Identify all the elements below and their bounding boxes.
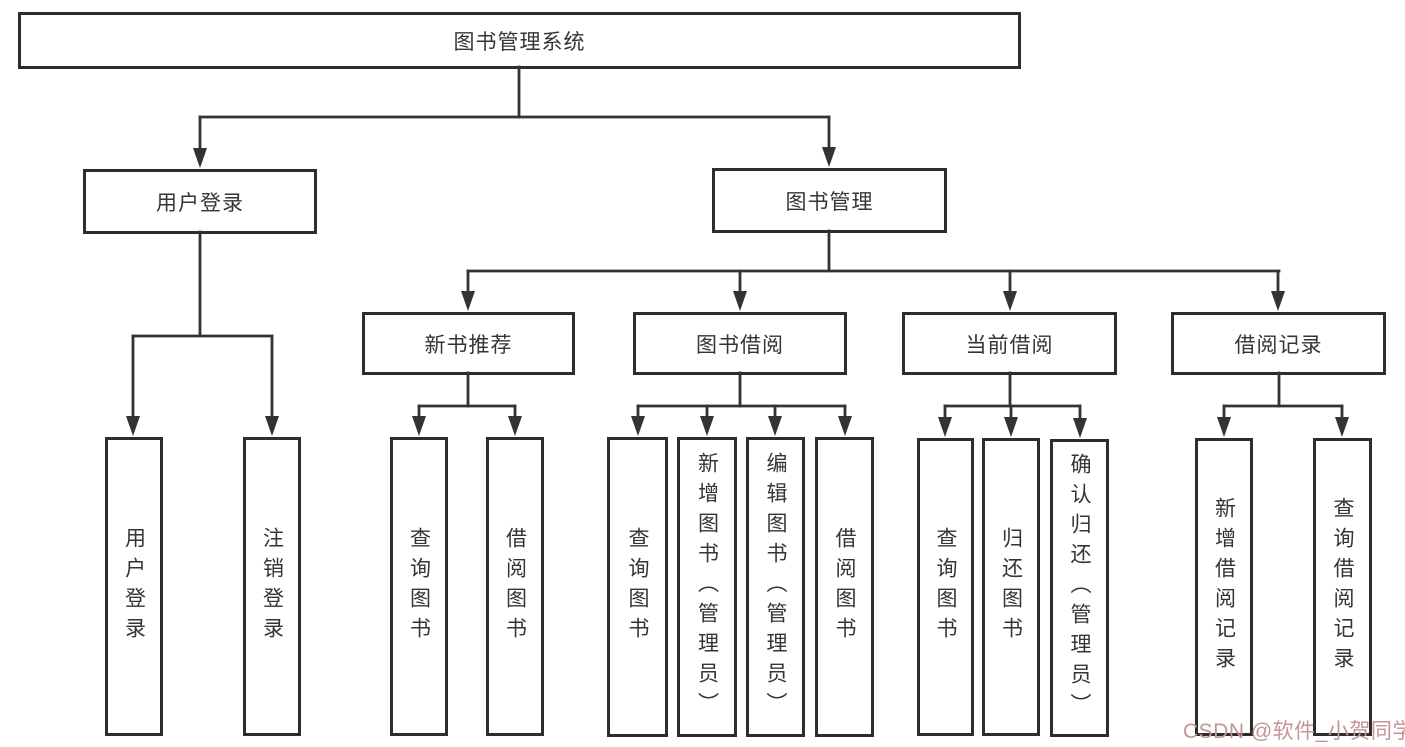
leaf-cb-query-books-label: 查询图书 <box>934 527 957 647</box>
node-new-book-recommend-label: 新书推荐 <box>424 333 513 357</box>
leaf-logout: 注销登录 <box>243 437 301 736</box>
leaf-bb-borrow-books: 借阅图书 <box>815 437 874 737</box>
node-borrow-records-label: 借阅记录 <box>1234 333 1323 357</box>
node-borrow-records: 借阅记录 <box>1171 312 1386 375</box>
node-book-borrowing: 图书借阅 <box>633 312 847 375</box>
node-book-management: 图书管理 <box>712 168 947 233</box>
leaf-cb-confirm-return-admin-label: 确认归还（管理员） <box>1068 453 1091 723</box>
leaf-cb-return-books-label: 归还图书 <box>999 527 1023 647</box>
leaf-nb-borrow-books-label: 借阅图书 <box>503 526 527 647</box>
node-book-borrowing-label: 图书借阅 <box>696 333 784 357</box>
node-library-system: 图书管理系统 <box>18 12 1021 69</box>
node-current-borrowing: 当前借阅 <box>902 312 1117 375</box>
node-new-book-recommend: 新书推荐 <box>362 312 575 375</box>
leaf-br-query-record-label: 查询借阅记录 <box>1331 497 1354 677</box>
leaf-nb-borrow-books: 借阅图书 <box>486 437 544 736</box>
leaf-bb-edit-books-admin-label: 编辑图书（管理员） <box>764 452 787 722</box>
leaf-user-login: 用户登录 <box>105 437 163 736</box>
node-current-borrowing-label: 当前借阅 <box>965 333 1054 357</box>
node-library-system-label: 图书管理系统 <box>453 30 586 54</box>
leaf-nb-query-books-label: 查询图书 <box>407 526 431 647</box>
node-user-login: 用户登录 <box>83 169 317 234</box>
leaf-cb-query-books: 查询图书 <box>917 438 974 736</box>
leaf-cb-return-books: 归还图书 <box>982 438 1040 736</box>
leaf-br-add-record: 新增借阅记录 <box>1195 438 1253 736</box>
leaf-nb-query-books: 查询图书 <box>390 437 448 736</box>
leaf-bb-query-books: 查询图书 <box>607 437 668 737</box>
leaf-user-login-label: 用户登录 <box>122 526 146 647</box>
csdn-watermark: CSDN @软件_小贺同学 <box>1183 720 1405 743</box>
leaf-cb-confirm-return-admin: 确认归还（管理员） <box>1050 439 1109 737</box>
leaf-bb-add-books-admin: 新增图书（管理员） <box>677 437 737 737</box>
leaf-logout-label: 注销登录 <box>260 526 284 647</box>
leaf-br-query-record: 查询借阅记录 <box>1313 438 1372 736</box>
leaf-br-add-record-label: 新增借阅记录 <box>1212 497 1236 677</box>
leaf-bb-query-books-label: 查询图书 <box>626 527 649 647</box>
leaf-bb-borrow-books-label: 借阅图书 <box>833 527 856 647</box>
leaf-bb-add-books-admin-label: 新增图书（管理员） <box>695 452 719 722</box>
node-book-management-label: 图书管理 <box>785 190 874 214</box>
node-user-login-label: 用户登录 <box>156 191 244 215</box>
leaf-bb-edit-books-admin: 编辑图书（管理员） <box>746 437 805 737</box>
